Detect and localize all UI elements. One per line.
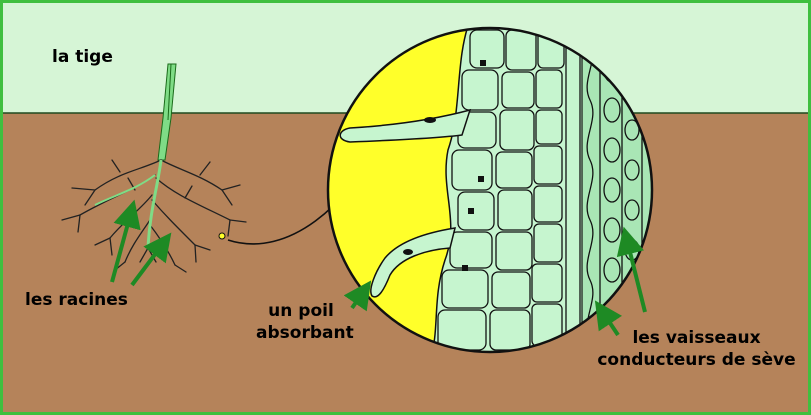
stem-label: la tige — [52, 46, 113, 68]
vessels-label-line-1: les vaisseaux — [594, 327, 799, 349]
root-hair-point — [219, 233, 225, 239]
root-hair-label-line-1: un poil — [256, 300, 346, 322]
root-hair-label-line-2: absorbant — [256, 322, 346, 344]
root-hair-label: un poil absorbant — [256, 300, 346, 344]
vessels-label-line-2: conducteurs de sève — [594, 349, 799, 371]
roots-label: les racines — [25, 289, 128, 311]
vessels-label: les vaisseaux conducteurs de sève — [594, 327, 799, 371]
